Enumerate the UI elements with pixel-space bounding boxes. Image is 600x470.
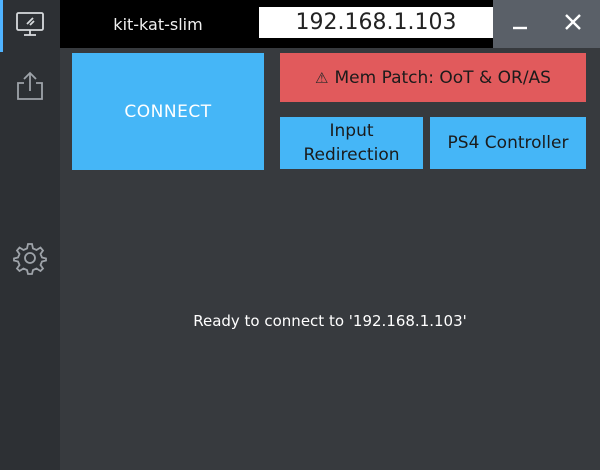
input-redirection-label-line1: Input	[329, 121, 374, 141]
mem-patch-label: Mem Patch: OoT & OR/AS	[334, 67, 551, 88]
minimize-button[interactable]	[493, 0, 547, 48]
sidebar	[0, 0, 60, 470]
sidebar-item-connection[interactable]	[0, 0, 60, 52]
device-name: kit-kat-slim	[60, 0, 256, 48]
window-controls	[493, 0, 600, 48]
ip-address-input[interactable]	[259, 7, 493, 38]
warning-icon: ⚠	[315, 68, 329, 87]
input-redirection-button[interactable]: Input Redirection	[280, 117, 423, 169]
gear-icon	[13, 241, 47, 279]
close-icon	[563, 12, 583, 36]
close-button[interactable]	[547, 0, 600, 48]
mem-patch-button[interactable]: ⚠ Mem Patch: OoT & OR/AS	[280, 53, 586, 102]
minimize-icon	[510, 12, 530, 36]
sidebar-item-settings[interactable]	[0, 234, 60, 286]
connect-button[interactable]: CONNECT	[72, 53, 264, 170]
input-redirection-label-line2: Redirection	[303, 145, 400, 165]
status-message: Ready to connect to '192.168.1.103'	[193, 312, 467, 330]
upload-icon	[13, 70, 47, 106]
monitor-icon	[14, 10, 46, 42]
sidebar-item-upload[interactable]	[0, 62, 60, 114]
ps4-controller-button[interactable]: PS4 Controller	[430, 117, 586, 169]
